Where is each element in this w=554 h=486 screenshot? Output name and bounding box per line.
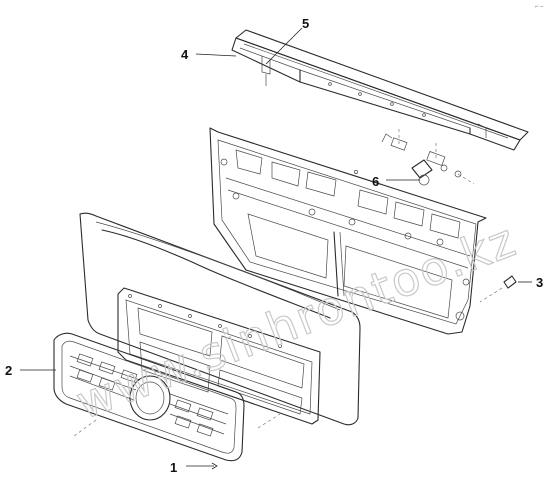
callout-2: 2: [5, 363, 12, 378]
upper-cross-member: [231, 29, 529, 151]
callout-leaders: [20, 27, 532, 470]
corner-mark: ⌐ ‒: [535, 4, 544, 10]
callout-5: 5: [302, 16, 309, 31]
callout-1: 1: [170, 460, 177, 475]
hood-outer-panel: [79, 212, 361, 426]
fastener-clip: [479, 275, 517, 303]
callout-3: 3: [536, 275, 543, 290]
front-grille: [53, 332, 281, 462]
inner-hood-panel: [209, 127, 487, 335]
latch-assembly: [354, 126, 475, 186]
callout-6: 6: [372, 174, 379, 189]
callout-4: 4: [181, 47, 189, 62]
watermark-text: www.sinhrontoo.kz: [69, 212, 524, 430]
